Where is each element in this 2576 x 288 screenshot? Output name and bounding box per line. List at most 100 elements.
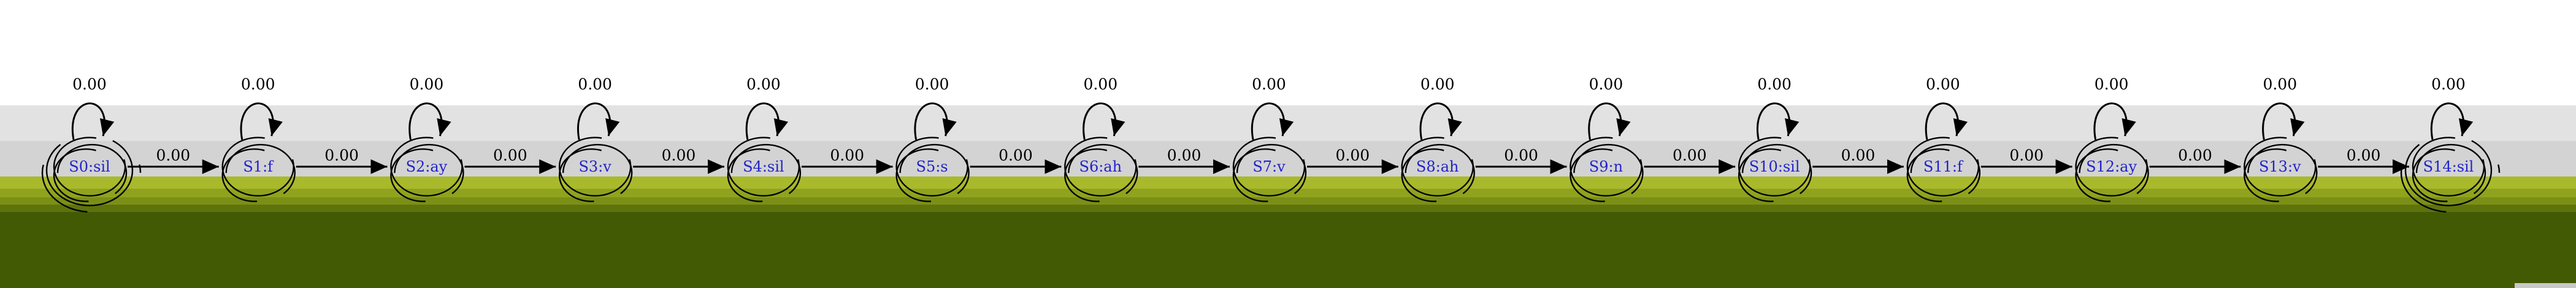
- self-loop-label: 0.00: [1589, 75, 1623, 93]
- self-loop-arc: [2093, 102, 2136, 140]
- state-ring: [225, 143, 296, 202]
- transition-label: 0.00: [2178, 146, 2212, 164]
- state-s11: S11:f: [1906, 137, 1981, 202]
- state-ring: [56, 143, 128, 202]
- self-loop-arc: [1925, 102, 1968, 140]
- self-loop-arc: [2262, 102, 2305, 140]
- self-loop-s12: 0.00: [2093, 75, 2136, 140]
- self-loop-arc: [240, 102, 283, 140]
- transitions-layer: 0.00 0.00 0.00 0.00 0.00 0.00 0.00 0.00 0.00 0.00…: [71, 75, 2474, 174]
- state-s10: S10:sil: [1738, 137, 1812, 202]
- state-ring: [53, 148, 119, 202]
- band-olive-darkest: [0, 212, 2576, 288]
- state-ring: [394, 143, 464, 202]
- band-white: [0, 0, 2576, 105]
- state-ring: [1236, 143, 1307, 202]
- state-s1: S1:f: [221, 137, 296, 202]
- state-label: S0:sil: [69, 158, 110, 175]
- state-ring: [2247, 143, 2318, 202]
- state-ring: [2415, 143, 2486, 202]
- transition-s9-s10: 0.00: [1644, 146, 1736, 174]
- state-label: S6:ah: [1079, 158, 1122, 175]
- self-loop-s9: 0.00: [1588, 75, 1631, 140]
- self-loop-s3: 0.00: [577, 75, 620, 140]
- self-loop-arc: [577, 102, 620, 140]
- band-olive-dark: [0, 205, 2576, 212]
- self-loop-label: 0.00: [1757, 75, 1792, 93]
- transition-s3-s4: 0.00: [633, 146, 724, 174]
- state-s2: S2:ay: [390, 137, 464, 202]
- transition-label: 0.00: [324, 146, 359, 164]
- start-state-accent-ring: [41, 132, 142, 213]
- final-state-accent-ring: [2400, 132, 2501, 213]
- self-loop-s8: 0.00: [1419, 75, 1462, 140]
- state-ring: [1910, 143, 1981, 202]
- state-s7: S7:v: [1232, 137, 1307, 202]
- transition-label: 0.00: [1336, 146, 1370, 164]
- transition-s1-s2: 0.00: [296, 146, 388, 174]
- state-label: S2:ay: [406, 158, 448, 175]
- state-ring: [2244, 148, 2309, 202]
- state-label: S10:sil: [1749, 158, 1800, 175]
- self-loop-s4: 0.00: [745, 75, 789, 140]
- transition-s2-s3: 0.00: [464, 146, 556, 174]
- final-state-outer-ring: [2404, 134, 2493, 207]
- self-loop-arc: [745, 102, 789, 140]
- self-loop-label: 0.00: [2431, 75, 2466, 93]
- state-s9: S9:n: [1570, 137, 1644, 202]
- self-loop-arc: [408, 102, 451, 140]
- self-loop-label: 0.00: [410, 75, 444, 93]
- state-ring: [390, 148, 456, 202]
- self-loop-arc: [1757, 102, 1800, 140]
- transition-s6-s7: 0.00: [1138, 146, 1230, 174]
- state-s3: S3:v: [558, 137, 633, 202]
- self-loop-s7: 0.00: [1251, 75, 1294, 140]
- transition-s0-s1: 0.00: [128, 146, 219, 174]
- self-loop-label: 0.00: [241, 75, 275, 93]
- self-loop-label: 0.00: [746, 75, 781, 93]
- state-s14: S14:sil: [2400, 132, 2501, 213]
- state-ring: [221, 148, 287, 202]
- self-loop-arc: [1588, 102, 1631, 140]
- self-loop-label: 0.00: [578, 75, 612, 93]
- self-loop-s14: 0.00: [2430, 75, 2474, 140]
- state-s4: S4:sil: [727, 137, 802, 202]
- self-loop-label: 0.00: [2095, 75, 2129, 93]
- state-ring: [1738, 148, 1804, 202]
- band-olive-stripe: [0, 197, 2576, 205]
- self-loop-label: 0.00: [1083, 75, 1117, 93]
- state-label: S13:v: [2259, 158, 2301, 175]
- state-label: S12:ay: [2086, 158, 2137, 175]
- state-ring: [1906, 148, 1972, 202]
- state-ring: [1064, 148, 1130, 202]
- state-s12: S12:ay: [2075, 137, 2149, 202]
- state-ring: [727, 148, 793, 202]
- state-ring: [2075, 148, 2141, 202]
- transition-label: 0.00: [156, 146, 191, 164]
- state-label: S5:s: [916, 158, 948, 175]
- state-s0: S0:sil: [41, 132, 142, 213]
- self-loop-s0: 0.00: [71, 75, 115, 140]
- transition-label: 0.00: [662, 146, 696, 164]
- transition-s5-s6: 0.00: [970, 146, 1062, 174]
- state-ring: [1741, 143, 1812, 202]
- transition-label: 0.00: [1167, 146, 1202, 164]
- state-ring: [730, 143, 802, 202]
- self-loop-arc: [71, 102, 115, 140]
- band-olive-light: [0, 176, 2576, 189]
- transition-s8-s9: 0.00: [1475, 146, 1567, 174]
- self-loop-s13: 0.00: [2262, 75, 2305, 140]
- self-loop-arc: [1083, 102, 1125, 140]
- transition-label: 0.00: [1841, 146, 1876, 164]
- state-label: S9:n: [1589, 158, 1623, 175]
- self-loop-label: 0.00: [1252, 75, 1286, 93]
- state-ring: [895, 148, 961, 202]
- transition-label: 0.00: [2347, 146, 2381, 164]
- self-loop-s1: 0.00: [240, 75, 283, 140]
- state-label: S7:v: [1252, 158, 1286, 175]
- self-loop-s11: 0.00: [1925, 75, 1968, 140]
- self-loop-s2: 0.00: [408, 75, 451, 140]
- transition-s10-s11: 0.00: [1812, 146, 1904, 174]
- transition-label: 0.00: [999, 146, 1033, 164]
